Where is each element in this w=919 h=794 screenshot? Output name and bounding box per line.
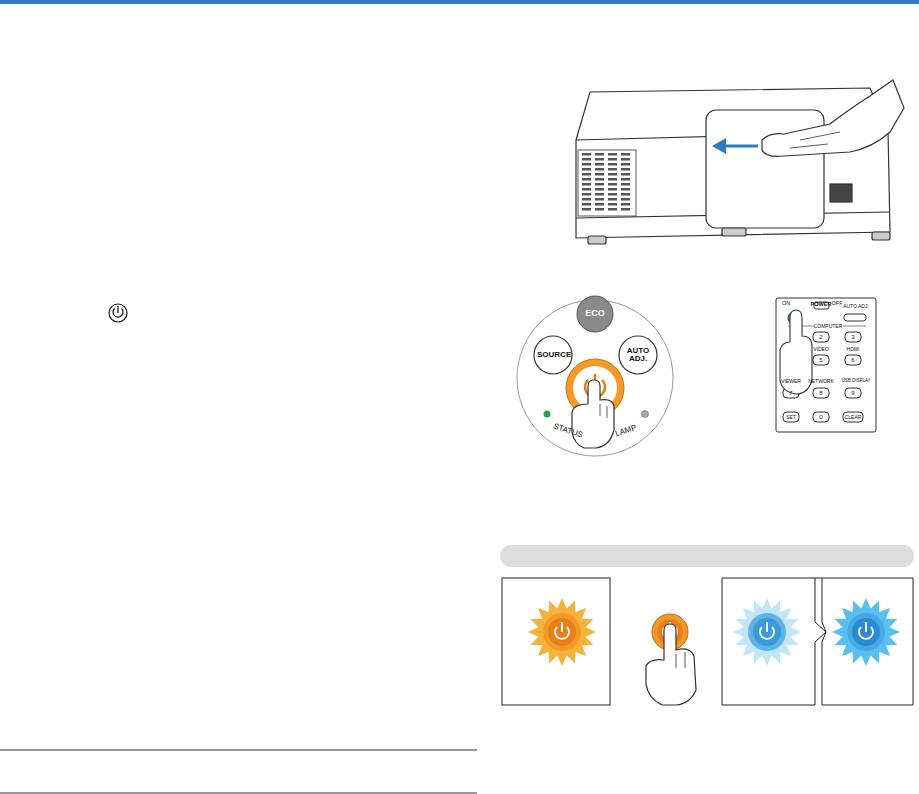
indicator-sun xyxy=(733,598,801,666)
button-label: ECO xyxy=(580,309,610,318)
panel-button: SOURCE xyxy=(534,336,572,374)
remote-control xyxy=(776,298,876,432)
header-rule xyxy=(0,0,919,4)
button-label: SOURCE xyxy=(537,351,569,359)
remote-key-label: 3 xyxy=(851,334,854,340)
remote-key-label: 6 xyxy=(851,357,854,363)
remote-key-label: NETWORK xyxy=(808,379,834,384)
press-button xyxy=(646,614,696,705)
projector-figure xyxy=(576,88,890,244)
indicator-label: LAMP xyxy=(614,424,637,438)
power-icon xyxy=(109,304,127,322)
remote-key-label: CLEAR xyxy=(845,415,862,420)
remote-key-label: POWER xyxy=(811,302,832,308)
remote-key-label: 7 xyxy=(789,390,792,396)
remote-key-label: VIEWER xyxy=(781,379,801,384)
remote-key-label: COMPUTER xyxy=(814,324,843,329)
remote-key-label: VIDEO xyxy=(813,347,829,352)
remote-key-label: ON xyxy=(782,301,790,307)
remote-key-label: AUTO ADJ. xyxy=(843,304,869,309)
slide-arrow xyxy=(712,138,758,154)
indicator-sun xyxy=(528,598,596,666)
remote-key-label: SET xyxy=(786,415,796,420)
remote-key-label: OFF xyxy=(832,301,843,307)
note-rule xyxy=(0,793,477,794)
sequence-panels xyxy=(502,578,913,705)
indicator-label: STATUS xyxy=(552,423,583,440)
remote-key-label: 0 xyxy=(819,414,822,420)
note-rule xyxy=(0,750,477,751)
control-panel xyxy=(517,296,673,456)
panel-button: AUTO ADJ. xyxy=(619,336,658,375)
hand xyxy=(762,80,904,156)
remote-key-label: 9 xyxy=(851,390,854,396)
button-label: AUTO ADJ. xyxy=(622,347,654,364)
remote-key-label: HDMI xyxy=(847,347,860,352)
indicator-sun xyxy=(832,598,900,666)
remote-key-label: 5 xyxy=(819,357,822,363)
section-bar xyxy=(500,545,914,567)
panel-button: ECO xyxy=(577,296,613,332)
remote-key-label: 2 xyxy=(819,334,822,340)
remote-key-label: USB DISPLAY xyxy=(841,379,870,384)
remote-key-label: 8 xyxy=(819,390,822,396)
